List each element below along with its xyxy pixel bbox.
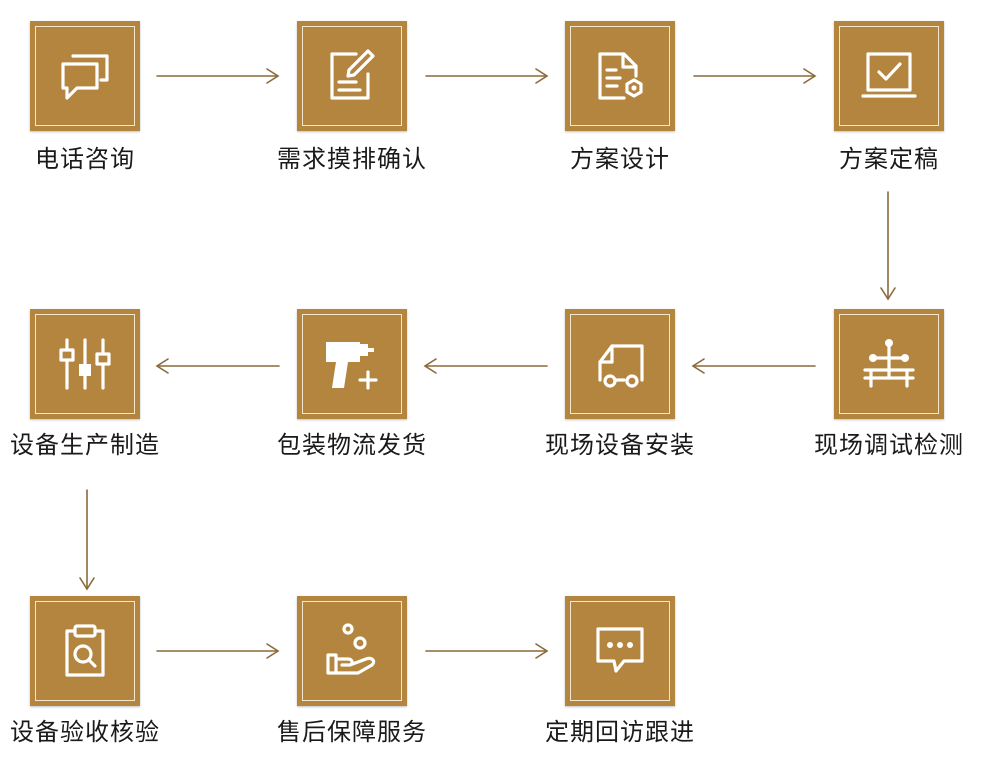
equalizer-sliders-icon (59, 338, 111, 390)
document-settings-icon (598, 52, 643, 100)
arrow-step10-to-step11 (425, 643, 549, 659)
step-node-solution-design (565, 21, 675, 131)
step-node-solution-finalize (834, 21, 944, 131)
step-node-requirement-confirm (297, 21, 407, 131)
step-node-acceptance-check (30, 596, 140, 706)
truck-icon (598, 344, 644, 388)
step-label: 售后保障服务 (277, 718, 427, 746)
step-label: 设备验收核验 (10, 718, 160, 746)
step-label: 现场设备安装 (545, 431, 695, 459)
step-node-packaging-shipping (297, 309, 407, 419)
arrow-step1-to-step2 (156, 68, 280, 84)
step-label: 设备生产制造 (10, 431, 160, 459)
arrow-step8-to-step9 (79, 489, 95, 591)
step-label: 方案定稿 (839, 145, 939, 173)
arrow-step7-to-step8 (155, 358, 280, 374)
hand-service-icon (326, 623, 376, 675)
monitor-check-icon (861, 52, 917, 98)
chat-bubbles-icon (61, 54, 109, 100)
step-label: 方案设计 (570, 145, 670, 173)
step-label: 需求摸排确认 (277, 145, 427, 173)
message-dots-icon (596, 627, 644, 673)
step-node-onsite-testing (834, 309, 944, 419)
clipboard-search-icon (65, 624, 105, 677)
arrow-step6-to-step7 (423, 358, 548, 374)
step-node-follow-up (565, 596, 675, 706)
network-tree-icon (863, 339, 915, 388)
step-label: 电话咨询 (35, 145, 135, 173)
step-node-after-sales (297, 596, 407, 706)
power-drill-icon (326, 342, 378, 390)
edit-form-icon (330, 49, 375, 100)
arrow-step2-to-step3 (425, 68, 549, 84)
arrow-step9-to-step10 (156, 643, 280, 659)
step-node-phone-consult (30, 21, 140, 131)
step-label: 包装物流发货 (277, 431, 427, 459)
step-node-onsite-installation (565, 309, 675, 419)
step-node-manufacturing (30, 309, 140, 419)
arrow-step3-to-step4 (693, 68, 817, 84)
step-label: 现场调试检测 (814, 431, 964, 459)
arrow-step5-to-step6 (691, 358, 816, 374)
step-label: 定期回访跟进 (545, 718, 695, 746)
arrow-step4-to-step5 (880, 191, 896, 301)
